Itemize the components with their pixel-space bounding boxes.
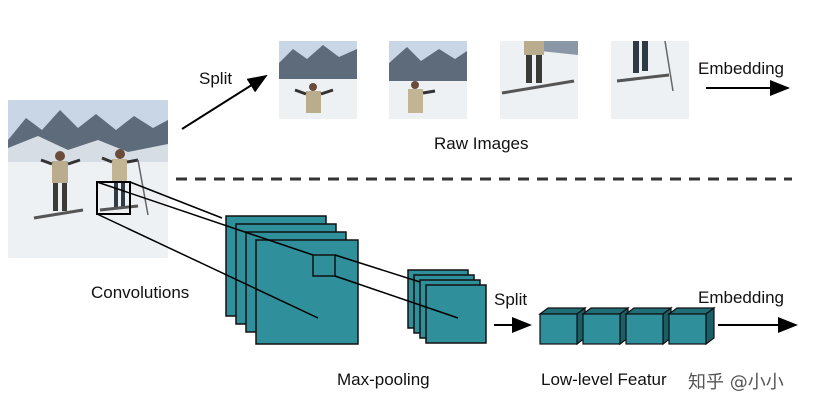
raw-image-patch-2 xyxy=(389,41,467,119)
embedding-label-top: Embedding xyxy=(698,59,785,78)
raw-image-patch-3 xyxy=(500,41,578,119)
source-photo xyxy=(8,100,168,258)
max-pooling-stack xyxy=(407,269,487,344)
low-level-feature-cubes xyxy=(538,306,716,346)
watermark: 知乎 @小小 xyxy=(688,372,784,393)
embedding-label-bottom: Embedding xyxy=(698,288,785,307)
raw-image-patch-1 xyxy=(279,41,357,119)
convolution-stack xyxy=(225,215,359,345)
raw-images-label: Raw Images xyxy=(434,134,529,153)
max-pooling-label: Max-pooling xyxy=(337,370,430,389)
split-arrow-top xyxy=(181,74,268,130)
feature-cube-2 xyxy=(581,306,630,346)
feature-cube-1 xyxy=(538,306,587,346)
feature-cube-4 xyxy=(667,306,716,346)
convolutions-label: Convolutions xyxy=(91,283,190,302)
split-label-bottom: Split xyxy=(494,290,528,309)
feature-cube-3 xyxy=(624,306,673,346)
low-level-features-label: Low-level Featur xyxy=(541,370,667,389)
raw-image-patch-4 xyxy=(611,41,689,119)
split-label-top: Split xyxy=(199,69,233,88)
